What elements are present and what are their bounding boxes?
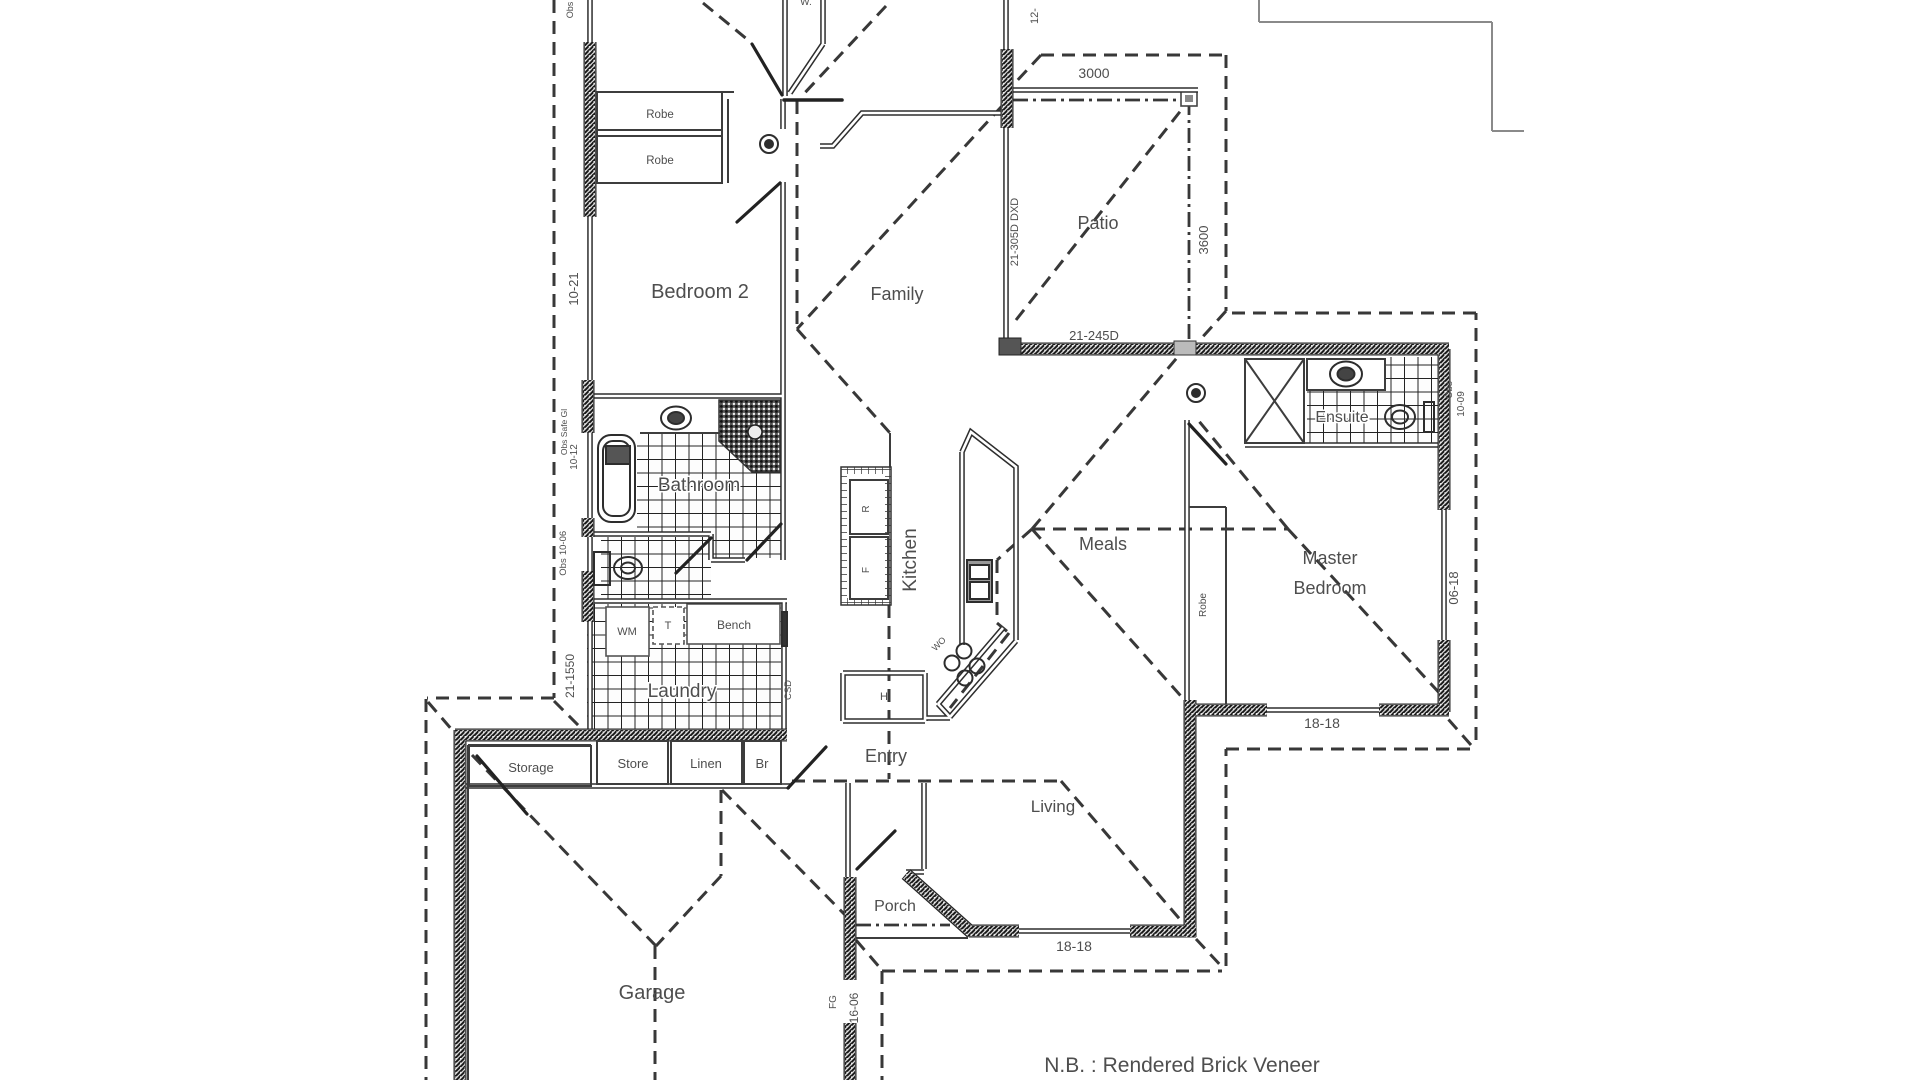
svg-text:Bedroom: Bedroom — [1293, 578, 1366, 598]
svg-text:Br: Br — [756, 756, 770, 771]
svg-text:Bench: Bench — [717, 618, 751, 632]
svg-text:12-: 12- — [1029, 8, 1041, 24]
svg-text:Linen: Linen — [690, 756, 722, 771]
svg-text:16-06: 16-06 — [847, 992, 861, 1023]
svg-text:H: H — [880, 691, 888, 703]
svg-text:10-06: 10-06 — [558, 531, 569, 555]
svg-text:WM: WM — [617, 626, 637, 638]
svg-text:R: R — [861, 505, 872, 512]
svg-text:CSD: CSD — [783, 680, 794, 700]
svg-text:Kitchen: Kitchen — [900, 528, 921, 591]
svg-text:10-09: 10-09 — [1456, 391, 1467, 417]
svg-text:3600: 3600 — [1196, 226, 1211, 255]
svg-text:21-305D DXD: 21-305D DXD — [1009, 198, 1021, 267]
svg-text:Bathroom: Bathroom — [658, 475, 740, 496]
svg-text:Obs: Obs — [565, 1, 575, 18]
svg-text:Obs: Obs — [558, 558, 569, 576]
svg-text:Living: Living — [1031, 797, 1075, 816]
svg-text:Patio: Patio — [1077, 213, 1118, 233]
svg-text:Ensuite: Ensuite — [1315, 409, 1368, 426]
svg-text:21-1550: 21-1550 — [563, 654, 577, 698]
svg-text:3000: 3000 — [1078, 65, 1109, 81]
svg-text:06-18: 06-18 — [1446, 571, 1461, 604]
svg-text:Obs: Obs — [1444, 381, 1455, 399]
svg-text:Bedroom 2: Bedroom 2 — [651, 281, 749, 303]
svg-text:N.B. : Rendered Brick Veneer: N.B. : Rendered Brick Veneer — [1044, 1054, 1319, 1077]
svg-text:18-18: 18-18 — [1056, 938, 1092, 954]
svg-text:Laundry: Laundry — [648, 681, 717, 702]
svg-text:Obs Safe Gl: Obs Safe Gl — [559, 409, 569, 455]
svg-text:10-12: 10-12 — [569, 444, 580, 470]
svg-text:Robe: Robe — [646, 155, 674, 167]
svg-text:Storage: Storage — [508, 760, 554, 775]
svg-text:18-18: 18-18 — [1304, 715, 1340, 731]
svg-text:Entry: Entry — [865, 746, 907, 766]
svg-text:Store: Store — [617, 756, 648, 771]
svg-text:Porch: Porch — [874, 898, 916, 915]
svg-text:Robe: Robe — [646, 109, 674, 121]
svg-text:T: T — [665, 620, 672, 632]
svg-text:Master: Master — [1302, 548, 1357, 568]
svg-text:Robe: Robe — [1198, 593, 1209, 617]
svg-text:Meals: Meals — [1079, 534, 1127, 554]
svg-text:F: F — [861, 567, 872, 573]
svg-text:10-21: 10-21 — [566, 272, 581, 305]
svg-text:Garage: Garage — [619, 982, 686, 1004]
svg-text:21-245D: 21-245D — [1069, 328, 1119, 343]
svg-text:Family: Family — [871, 284, 924, 304]
svg-text:FG: FG — [828, 995, 839, 1009]
svg-text:W.: W. — [800, 0, 812, 8]
